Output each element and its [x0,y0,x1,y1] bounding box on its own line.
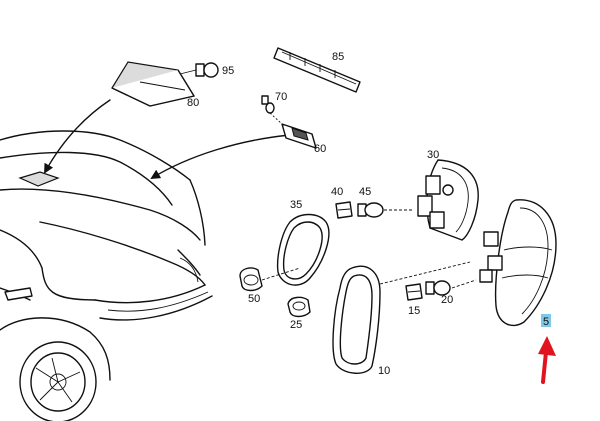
red-indicator-arrow [538,336,556,384]
part-60-license-plate-lamp [281,123,317,149]
callout-40: 40 [331,186,343,198]
part-20-bulb [425,279,477,296]
part-30-bulb-carrier [417,159,479,241]
part-80-brake-light-housing [111,61,195,107]
callout-5: 5 [543,316,549,328]
part-15-socket [405,283,423,301]
callout-25: 25 [290,319,302,331]
leader-arrow-plate-light [150,134,291,180]
part-5-tail-light-assembly [479,199,557,327]
part-70-small-bulb [261,95,283,125]
callout-20: 20 [441,294,453,306]
callout-10: 10 [378,365,390,377]
part-85-light-strip [273,47,361,93]
part-40-socket [335,201,353,219]
part-25-grommet [287,296,311,318]
part-35-gasket [276,213,330,286]
part-10-seal [332,261,471,374]
callout-35: 35 [290,199,302,211]
part-95-bulb [179,62,219,78]
callout-60: 60 [314,143,326,155]
car-rear-body [0,130,213,421]
callout-95: 95 [222,65,234,77]
callout-80: 80 [187,97,199,109]
callout-70: 70 [275,91,287,103]
part-50-grommet [239,267,301,292]
callout-15: 15 [408,305,420,317]
callout-5-highlight [541,314,551,327]
callout-50: 50 [248,293,260,305]
part-45-bulb [357,202,412,218]
callout-30: 30 [427,149,439,161]
callout-45: 45 [359,186,371,198]
leader-arrow-brake-light [44,99,111,174]
callout-85: 85 [332,51,344,63]
